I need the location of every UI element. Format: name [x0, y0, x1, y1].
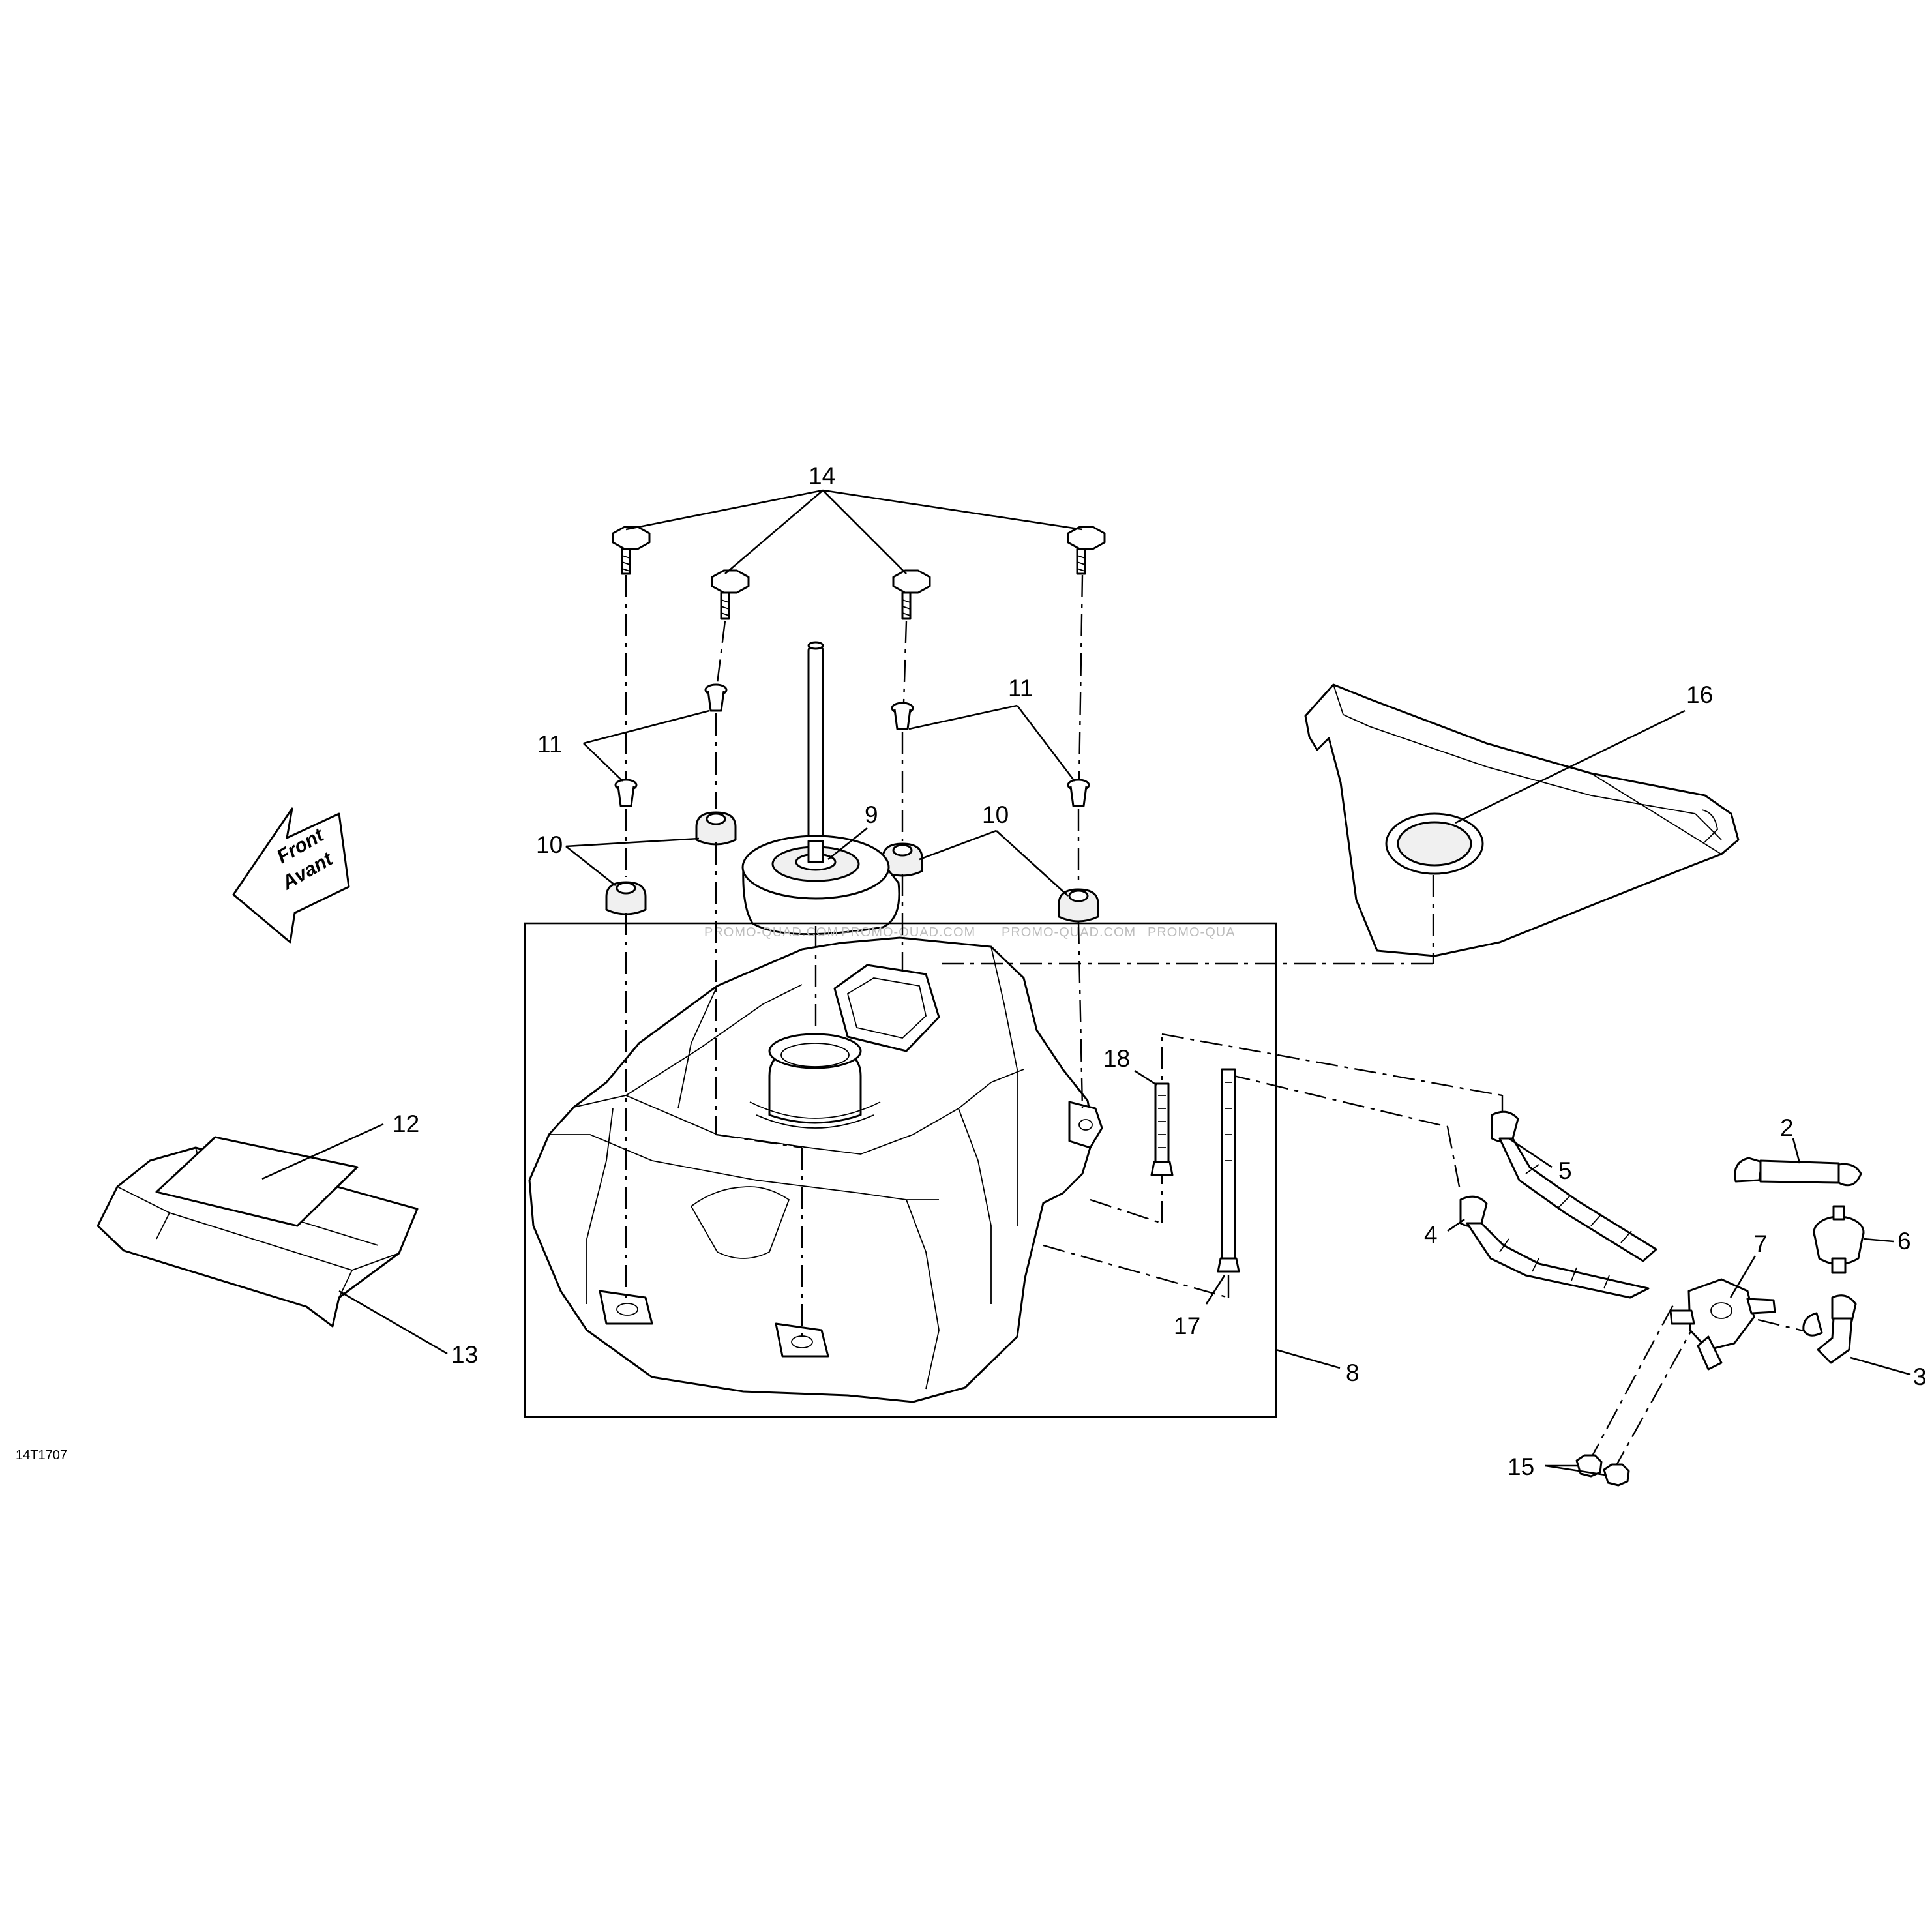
hose-3: [1802, 1294, 1857, 1364]
screw-15-b: [1603, 1463, 1630, 1487]
callout-14: 14: [809, 462, 835, 489]
leader-2: [1792, 1138, 1801, 1164]
fuel-tank-assembly-box-8: [524, 922, 1277, 1418]
callout-18: 18: [1103, 1045, 1130, 1072]
leaders-10: [565, 829, 1069, 897]
hose-2: [1734, 1157, 1862, 1187]
callout-11-left: 11: [537, 731, 562, 758]
sleeve-11-c: [891, 702, 914, 730]
watermark-text-3: PROMO-QUAD.COM: [1002, 925, 1136, 940]
callout-4: 4: [1424, 1221, 1438, 1248]
leaders-14: [625, 489, 1083, 574]
leader-6: [1863, 1238, 1894, 1243]
grommet-10-b: [695, 811, 737, 846]
fuel-tank-8: [528, 936, 1103, 1403]
leaders-15: [1545, 1464, 1606, 1476]
watermark-text-4: PROMO-QUA: [1148, 925, 1236, 940]
leader-12: [261, 1123, 384, 1180]
leader-3: [1850, 1356, 1911, 1376]
sleeve-11-a: [614, 779, 638, 807]
grommet-10-d: [1058, 888, 1099, 923]
callout-15: 15: [1508, 1453, 1534, 1480]
grommet-10-a: [605, 881, 647, 915]
callout-3: 3: [1913, 1363, 1927, 1390]
callout-8: 8: [1346, 1360, 1360, 1386]
bolt-14-d: [1067, 526, 1106, 575]
watermark-text-1: PROMO-QUAD.COM: [704, 925, 839, 940]
assembly-lines: [625, 574, 1812, 1472]
callout-6: 6: [1897, 1228, 1911, 1255]
leader-7: [1729, 1255, 1757, 1298]
callout-13: 13: [451, 1341, 478, 1368]
callout-9: 9: [865, 801, 878, 828]
leader-4: [1447, 1218, 1465, 1232]
leader-5: [1508, 1137, 1553, 1168]
sleeve-11-d: [1067, 779, 1090, 807]
leader-9: [827, 827, 868, 861]
watermark-text-2: PROMO-QUAD.COM: [841, 925, 975, 940]
leader-17: [1205, 1275, 1226, 1305]
drawing-code: 14T1707: [16, 1448, 67, 1463]
callout-11-right: 11: [1008, 675, 1033, 702]
valve-7: [1669, 1278, 1776, 1371]
hose-4: [1459, 1195, 1650, 1299]
watermark: PROMO-QUAD.COM PROMO-QUAD.COM PROMO-QUAD…: [704, 925, 1236, 940]
bolt-14-c: [892, 569, 931, 620]
callout-12: 12: [393, 1110, 419, 1137]
leader-8: [1275, 1348, 1341, 1369]
hose-5: [1491, 1110, 1657, 1262]
tank-cover-16: [1304, 683, 1740, 957]
filter-6: [1813, 1205, 1865, 1274]
callout-5: 5: [1558, 1157, 1572, 1184]
pickup-tube-17: [1217, 1068, 1240, 1273]
callout-16: 16: [1686, 681, 1713, 708]
sleeve-11-b: [704, 683, 728, 712]
callout-7: 7: [1754, 1230, 1768, 1257]
fuel-cap-9: [741, 835, 900, 936]
bolt-14-a: [612, 526, 651, 575]
front-arrow-icon: Front Avant: [232, 807, 350, 944]
callout-10-left: 10: [536, 831, 563, 858]
leader-13: [338, 1290, 448, 1355]
bolt-14-b: [711, 569, 750, 620]
callout-10-right: 10: [982, 801, 1009, 828]
callout-2: 2: [1780, 1114, 1794, 1141]
callout-17: 17: [1174, 1313, 1200, 1339]
leaders-11: [583, 704, 1076, 782]
callout-labels: 14 11 11 10 10 9 16 12 13 18 17 8 5 4 2 …: [393, 462, 1927, 1480]
leader-18: [1134, 1069, 1157, 1086]
filler-tube-9: [807, 641, 824, 859]
grommet-10-c: [882, 842, 923, 877]
leader-16: [1455, 709, 1686, 824]
pickup-tube-18: [1150, 1082, 1174, 1176]
